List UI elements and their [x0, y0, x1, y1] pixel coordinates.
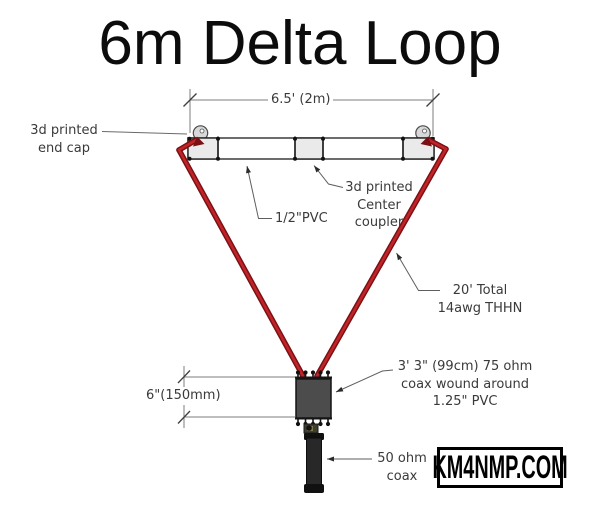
- antenna-wire: [177, 138, 448, 378]
- width-dimension-label: 6.5' (2m): [268, 91, 334, 109]
- page-title: 6m Delta Loop: [98, 9, 502, 78]
- leader-lines: [246, 165, 440, 462]
- feed-spacing-dimension-label: 6"(150mm): [143, 387, 224, 405]
- coax-connector: [303, 423, 319, 434]
- callsign-logo-text: KM4NMP.COM: [432, 449, 568, 485]
- pvc-leader-line: [246, 165, 272, 219]
- end-cap-leader-line: [101, 131, 188, 135]
- wire-end-left: [193, 136, 205, 147]
- width-dimension-ticks: [183, 93, 440, 107]
- feed-coax: [304, 433, 324, 493]
- wire-leader-line: [396, 252, 440, 291]
- wire-label: 20' Total 14awg THHN: [437, 283, 523, 316]
- end-cap-label: 3d printed end cap: [30, 123, 98, 156]
- balun-leader-line: [335, 369, 394, 393]
- boom: [187, 136, 435, 161]
- feed-coax-label: 50 ohm coax: [377, 451, 427, 484]
- wire-end-right: [420, 136, 432, 147]
- balun-label: 3' 3" (99cm) 75 ohm coax wound around 1.…: [397, 359, 533, 409]
- pvc-label: 1/2"PVC: [275, 211, 328, 226]
- feed-dimension-ticks: [177, 370, 191, 424]
- balun: [295, 370, 332, 427]
- center-coupler-label: 3d printed Center coupler: [345, 180, 413, 230]
- antenna-wire-outline: [176, 137, 449, 379]
- center-coupler: [294, 137, 324, 160]
- callsign-logo: KM4NMP.COM: [432, 447, 568, 488]
- boom-joint-dots: [187, 136, 435, 161]
- balun-body: [295, 378, 332, 419]
- coupler-leader-line: [313, 165, 344, 188]
